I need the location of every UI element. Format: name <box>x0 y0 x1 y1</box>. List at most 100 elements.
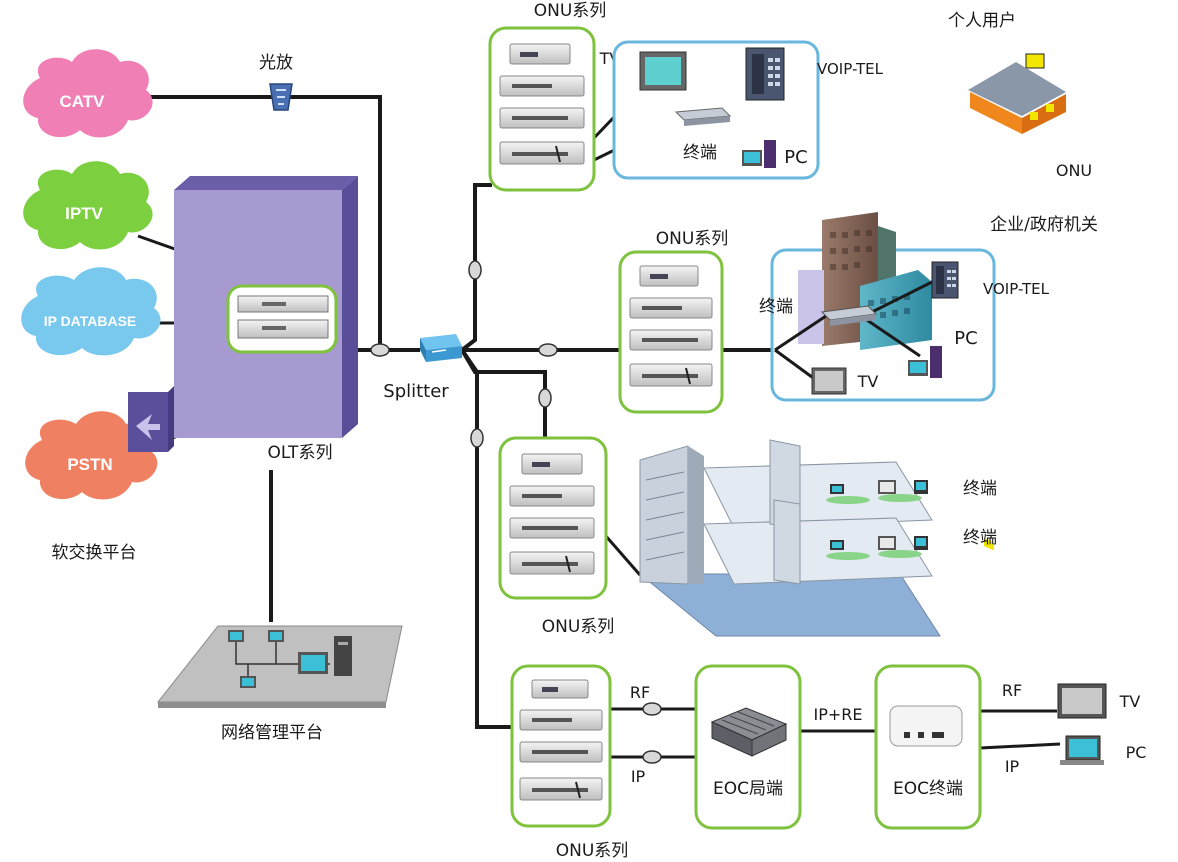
olt-cabinet <box>128 176 358 452</box>
onu-series-label: ONU系列 <box>542 617 615 637</box>
eoc-terminal-frame <box>874 664 982 830</box>
onu-series-group <box>488 26 596 192</box>
olt-label: OLT系列 <box>268 443 333 463</box>
onu-series-group <box>498 436 608 600</box>
pc-icon <box>878 480 896 494</box>
pc-icon <box>742 140 776 168</box>
eoc-terminal-label: EOC终端 <box>893 779 963 799</box>
nms-label: 网络管理平台 <box>221 723 323 743</box>
terminal-icon <box>674 107 732 126</box>
onu-device <box>519 709 603 731</box>
cable-tag <box>468 260 482 280</box>
onu-device <box>509 485 595 507</box>
tv-label: TV <box>1119 692 1141 711</box>
arrow-icon <box>136 414 160 440</box>
pc-label: PC <box>784 147 807 168</box>
eoc-head-group: EOC局端 <box>694 664 802 830</box>
pc-icon <box>914 536 928 550</box>
ip-re-label: IP+RE <box>814 705 863 724</box>
office-floors-icon <box>638 439 941 637</box>
ipdb-cloud: IP DATABASE <box>21 267 161 356</box>
cable-tag <box>470 428 484 448</box>
onu-device <box>509 43 571 65</box>
splitter-onu4-line <box>460 348 512 729</box>
pc-icon <box>830 484 844 494</box>
splitter-icon <box>420 334 462 362</box>
onu-device <box>629 329 713 351</box>
voip-label: VOIP-TEL <box>817 60 884 78</box>
tv-label: TV <box>857 372 879 391</box>
enterprise-label: 企业/政府机关 <box>990 215 1098 235</box>
voip-phone-icon <box>745 47 785 101</box>
office-buildings-icon <box>798 212 932 350</box>
catv-label: CATV <box>59 92 105 111</box>
nms-platform <box>156 625 403 708</box>
onu-label: ONU <box>1056 161 1092 180</box>
splitter-label: Splitter <box>383 381 449 402</box>
terminal-label: 终端 <box>683 143 717 163</box>
catv-line <box>146 95 382 350</box>
tv-icon <box>811 367 847 395</box>
personal-user-label: 个人用户 <box>948 11 1016 31</box>
onu-device <box>519 741 603 763</box>
house-icon <box>968 53 1066 551</box>
voip-label: VOIP-TEL <box>983 280 1050 298</box>
optical-amp-label: 光放 <box>259 53 293 73</box>
terminal-label: 终端 <box>963 528 997 548</box>
tv-icon <box>639 51 687 91</box>
onu-series-label: ONU系列 <box>656 229 729 249</box>
onu-device <box>509 517 595 539</box>
olt-device <box>237 295 329 339</box>
eoc-terminal-device-icon <box>889 705 963 747</box>
pc-icon <box>878 536 896 550</box>
ip-label: IP <box>631 767 646 786</box>
onu-device <box>629 363 713 387</box>
onu-device <box>509 551 595 575</box>
softswitch-label: 软交换平台 <box>52 543 137 563</box>
onu-device <box>521 453 583 475</box>
pc-icon <box>268 630 284 642</box>
cable-tags <box>370 260 662 764</box>
catv-cloud: CATV <box>23 49 153 138</box>
pstn-label: PSTN <box>67 455 112 474</box>
tv-icon <box>1057 683 1107 719</box>
monitor-icon <box>298 652 328 674</box>
cable-tag <box>642 702 662 716</box>
ip-label: IP <box>1005 757 1020 776</box>
voip-phone-icon <box>931 261 959 299</box>
eoc-pc-line <box>979 742 1061 750</box>
onu3-building-line <box>603 534 642 576</box>
splitter-onu3-line <box>460 348 547 438</box>
pc-icon <box>228 630 244 642</box>
onu-device <box>499 107 585 129</box>
onu-series-group <box>618 250 724 414</box>
cable-tag <box>370 343 390 357</box>
onu-series-label: ONU系列 <box>534 1 607 21</box>
eoc-head-label: EOC局端 <box>713 779 783 799</box>
optical-amplifier-icon <box>269 83 293 111</box>
rf-label: RF <box>1002 681 1022 700</box>
pc-icon <box>1060 735 1104 765</box>
onu-series-group <box>510 664 612 828</box>
onu-device <box>519 777 603 801</box>
server-icon <box>334 636 352 676</box>
onu-device <box>499 75 585 97</box>
pc-label: PC <box>1126 743 1147 762</box>
terminal-label: 终端 <box>963 479 997 499</box>
pc-icon <box>914 480 928 494</box>
terminal-label: 终端 <box>759 297 793 317</box>
onu-device <box>629 297 713 319</box>
pc-label: PC <box>954 328 977 349</box>
enterprise-lines <box>774 278 937 382</box>
rf-label: RF <box>630 683 650 702</box>
pc-icon <box>908 346 942 378</box>
onu-device <box>499 141 585 165</box>
eoc-head-device-icon <box>710 707 788 757</box>
eoc-terminal-group: EOC终端 <box>874 664 982 830</box>
cable-tag <box>538 388 552 408</box>
pstn-cloud: PSTN <box>25 411 158 500</box>
onu-series-label: ONU系列 <box>556 841 629 861</box>
cable-tag <box>642 750 662 764</box>
ipdb-label: IP DATABASE <box>44 313 137 329</box>
